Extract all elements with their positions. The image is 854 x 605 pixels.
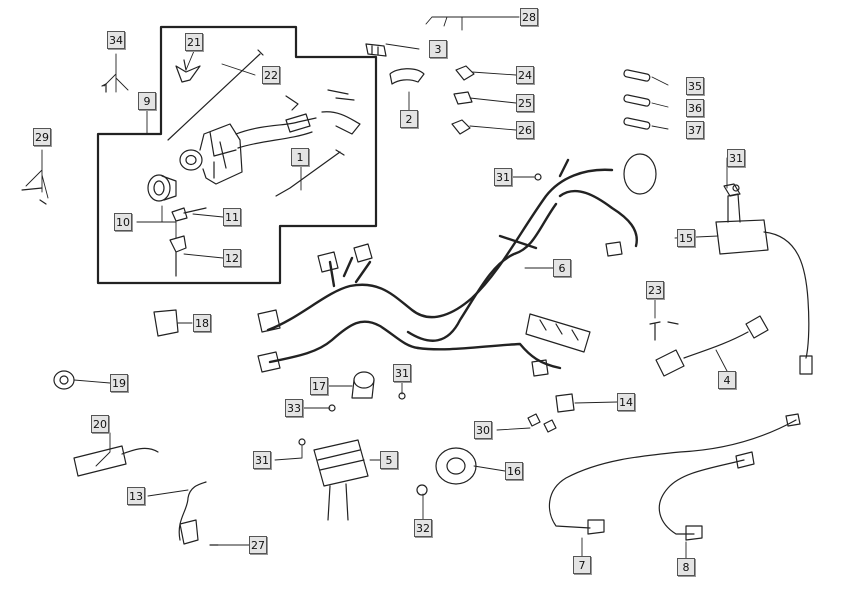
part-31-nut-b — [398, 392, 406, 400]
part-15-starter-relay — [715, 183, 813, 375]
callout-1: 1 — [291, 148, 309, 166]
part-1-cable — [275, 149, 345, 197]
callout-31-center: 31 — [393, 364, 411, 382]
harness-fusebox — [525, 313, 591, 353]
part-19-grommet — [53, 370, 75, 390]
callout-32: 32 — [414, 519, 432, 537]
callout-35: 35 — [686, 77, 704, 95]
callout-5: 5 — [380, 451, 398, 469]
harness-capacitor — [623, 153, 657, 195]
part-8-battery-cable — [658, 459, 745, 535]
callout-2: 2 — [400, 110, 418, 128]
lock-cylinder-keys — [147, 174, 207, 277]
callout-8: 8 — [677, 558, 695, 576]
callout-31-relay: 31 — [727, 149, 745, 167]
part-33-nut — [328, 404, 336, 412]
callout-7: 7 — [573, 556, 591, 574]
part-31-nut-d — [732, 184, 740, 192]
part-17-solenoid — [351, 371, 375, 399]
part-13-sensor — [178, 481, 207, 545]
part-2-bracket — [389, 68, 425, 85]
part-32-nut — [416, 484, 428, 496]
part-34-bolt — [101, 83, 107, 93]
callout-25: 25 — [516, 94, 534, 112]
callout-24: 24 — [516, 66, 534, 84]
callout-33: 33 — [285, 399, 303, 417]
part-31-nut-c — [298, 438, 306, 446]
callout-21: 21 — [185, 33, 203, 51]
callout-27: 27 — [249, 536, 267, 554]
callout-20: 20 — [91, 415, 109, 433]
part-7-battery-cable — [548, 419, 797, 529]
callout-28: 28 — [520, 8, 538, 26]
callout-22: 22 — [262, 66, 280, 84]
callout-23: 23 — [646, 281, 664, 299]
callout-11: 11 — [223, 208, 241, 226]
part-30-grommets — [527, 413, 557, 433]
callout-36: 36 — [686, 99, 704, 117]
part-16-horn — [435, 447, 477, 485]
part-23-screws — [649, 321, 679, 341]
part-22-cable — [167, 49, 264, 141]
part-4-spark-plug-cap — [655, 315, 769, 377]
part-29-wire — [21, 187, 47, 205]
part-20-module — [73, 445, 159, 477]
callout-18: 18 — [193, 314, 211, 332]
part-31-nut-a — [534, 173, 542, 181]
callout-19: 19 — [110, 374, 128, 392]
callout-14: 14 — [617, 393, 635, 411]
callout-37: 37 — [686, 121, 704, 139]
callout-16: 16 — [505, 462, 523, 480]
leader-lines — [25, 16, 728, 560]
harness-connector-top — [317, 243, 373, 273]
part-6-wiring-harness — [266, 158, 638, 370]
callout-30: 30 — [474, 421, 492, 439]
ignition-group-outline — [96, 25, 378, 285]
callout-6: 6 — [553, 259, 571, 277]
part-24-clip — [455, 65, 475, 81]
callout-15: 15 — [677, 229, 695, 247]
part-25-clip — [453, 91, 473, 105]
callout-3: 3 — [429, 40, 447, 58]
harness-connector-left — [257, 309, 281, 373]
part-7-terminal — [587, 413, 801, 535]
part-5-regulator — [313, 439, 369, 521]
callout-13: 13 — [127, 487, 145, 505]
ignition-unit — [179, 89, 361, 185]
part-18-relay — [153, 309, 179, 337]
part-8-terminal — [685, 451, 755, 541]
harness-plug-right — [605, 241, 623, 257]
fuses — [623, 69, 651, 130]
callout-31-harness: 31 — [494, 168, 512, 186]
callout-9: 9 — [138, 92, 156, 110]
part-21-clip — [175, 59, 201, 83]
callout-17: 17 — [310, 377, 328, 395]
callout-4: 4 — [718, 371, 736, 389]
part-26-clip — [451, 119, 471, 135]
harness-plug-bottom — [531, 359, 549, 377]
part-3-connector — [365, 43, 387, 57]
callout-34: 34 — [107, 31, 125, 49]
callout-29: 29 — [33, 128, 51, 146]
callout-31-regulator: 31 — [253, 451, 271, 469]
callout-10: 10 — [114, 213, 132, 231]
part-14-connector — [555, 393, 575, 413]
callout-12: 12 — [223, 249, 241, 267]
callout-26: 26 — [516, 121, 534, 139]
